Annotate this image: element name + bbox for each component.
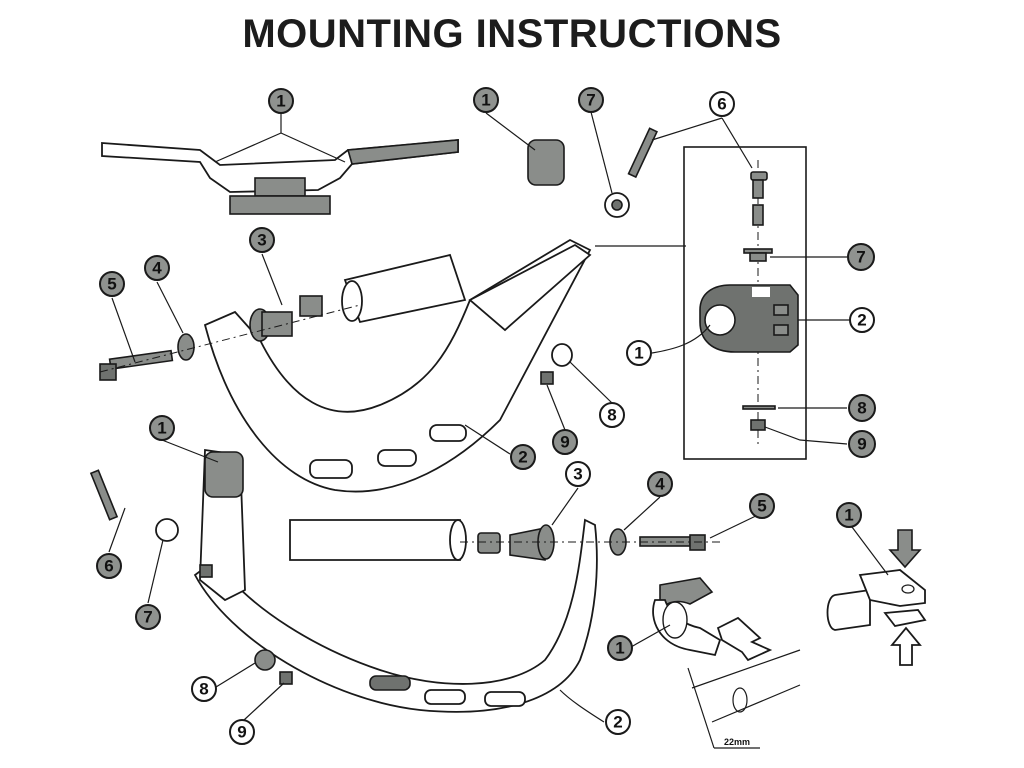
callout-label: 2 [518, 448, 527, 467]
callout-label: 1 [157, 419, 166, 438]
callout-label: 7 [856, 248, 865, 267]
callout-upper-nut: 9 [552, 429, 578, 455]
callout-lower-spacer: 3 [565, 461, 591, 487]
callout-label: 8 [199, 680, 208, 699]
callout-label: 1 [634, 344, 643, 363]
callout-upper-spacer: 3 [249, 227, 275, 253]
callout-label: 1 [481, 91, 490, 110]
page-title: MOUNTING INSTRUCTIONS [242, 12, 782, 56]
callout-label: 9 [560, 433, 569, 452]
callout-lower-nut: 9 [229, 719, 255, 745]
callout-detail-nut: 9 [848, 430, 876, 458]
callout-label: 7 [586, 91, 595, 110]
callout-label: 3 [257, 231, 266, 250]
callout-upper-guard: 2 [510, 444, 536, 470]
callout-upper-washer-top: 7 [578, 87, 604, 113]
callout-lower-washer: 4 [647, 471, 673, 497]
callout-lower-washer-top: 7 [135, 604, 161, 630]
callout-detail-guard: 2 [849, 307, 875, 333]
callout-label: 2 [613, 713, 622, 732]
callout-detail-washer-top: 7 [847, 243, 875, 271]
callout-upper-screw: 6 [709, 91, 735, 117]
callout-label: 3 [573, 465, 582, 484]
callout-lower-screw: 6 [96, 553, 122, 579]
callout-label: 1 [844, 506, 853, 525]
callout-upper-washer-bottom: 8 [599, 402, 625, 428]
lower-guard-assembly [89, 439, 763, 723]
callout-label: 7 [143, 608, 152, 627]
callout-label: 9 [237, 723, 246, 742]
callout-label: 4 [152, 259, 162, 278]
callout-label: 2 [857, 311, 866, 330]
callout-clamp-detail: 1 [607, 635, 633, 661]
callout-label: 6 [717, 95, 726, 114]
clamp-dimension-detail: 22mm [630, 577, 801, 749]
callout-label: 5 [757, 497, 766, 516]
callout-overview-clamp: 1 [268, 88, 294, 114]
callout-label: 8 [857, 399, 866, 418]
callout-lower-bolt: 5 [749, 493, 775, 519]
upper-guard-assembly [99, 111, 753, 493]
clamp-arrows-detail [826, 526, 927, 666]
callout-label: 4 [655, 475, 665, 494]
section-detail [651, 146, 850, 460]
callout-detail-clamp: 1 [626, 340, 652, 366]
callout-detail-washer-bottom: 8 [848, 394, 876, 422]
callout-upper-clamp: 1 [473, 87, 499, 113]
callout-label: 1 [276, 92, 285, 111]
callout-label: 5 [107, 275, 116, 294]
callout-lower-guard: 2 [605, 709, 631, 735]
callout-lower-washer-bottom: 8 [191, 676, 217, 702]
handlebar-overview [101, 112, 459, 215]
dimension-label: 22mm [724, 737, 750, 747]
callout-arrows-clamp: 1 [836, 502, 862, 528]
callout-label: 6 [104, 557, 113, 576]
callout-lower-clamp: 1 [149, 415, 175, 441]
callout-label: 8 [607, 406, 616, 425]
callout-upper-bolt: 5 [99, 271, 125, 297]
callout-upper-washer: 4 [144, 255, 170, 281]
callout-label: 1 [615, 639, 624, 658]
callout-label: 9 [857, 435, 866, 454]
